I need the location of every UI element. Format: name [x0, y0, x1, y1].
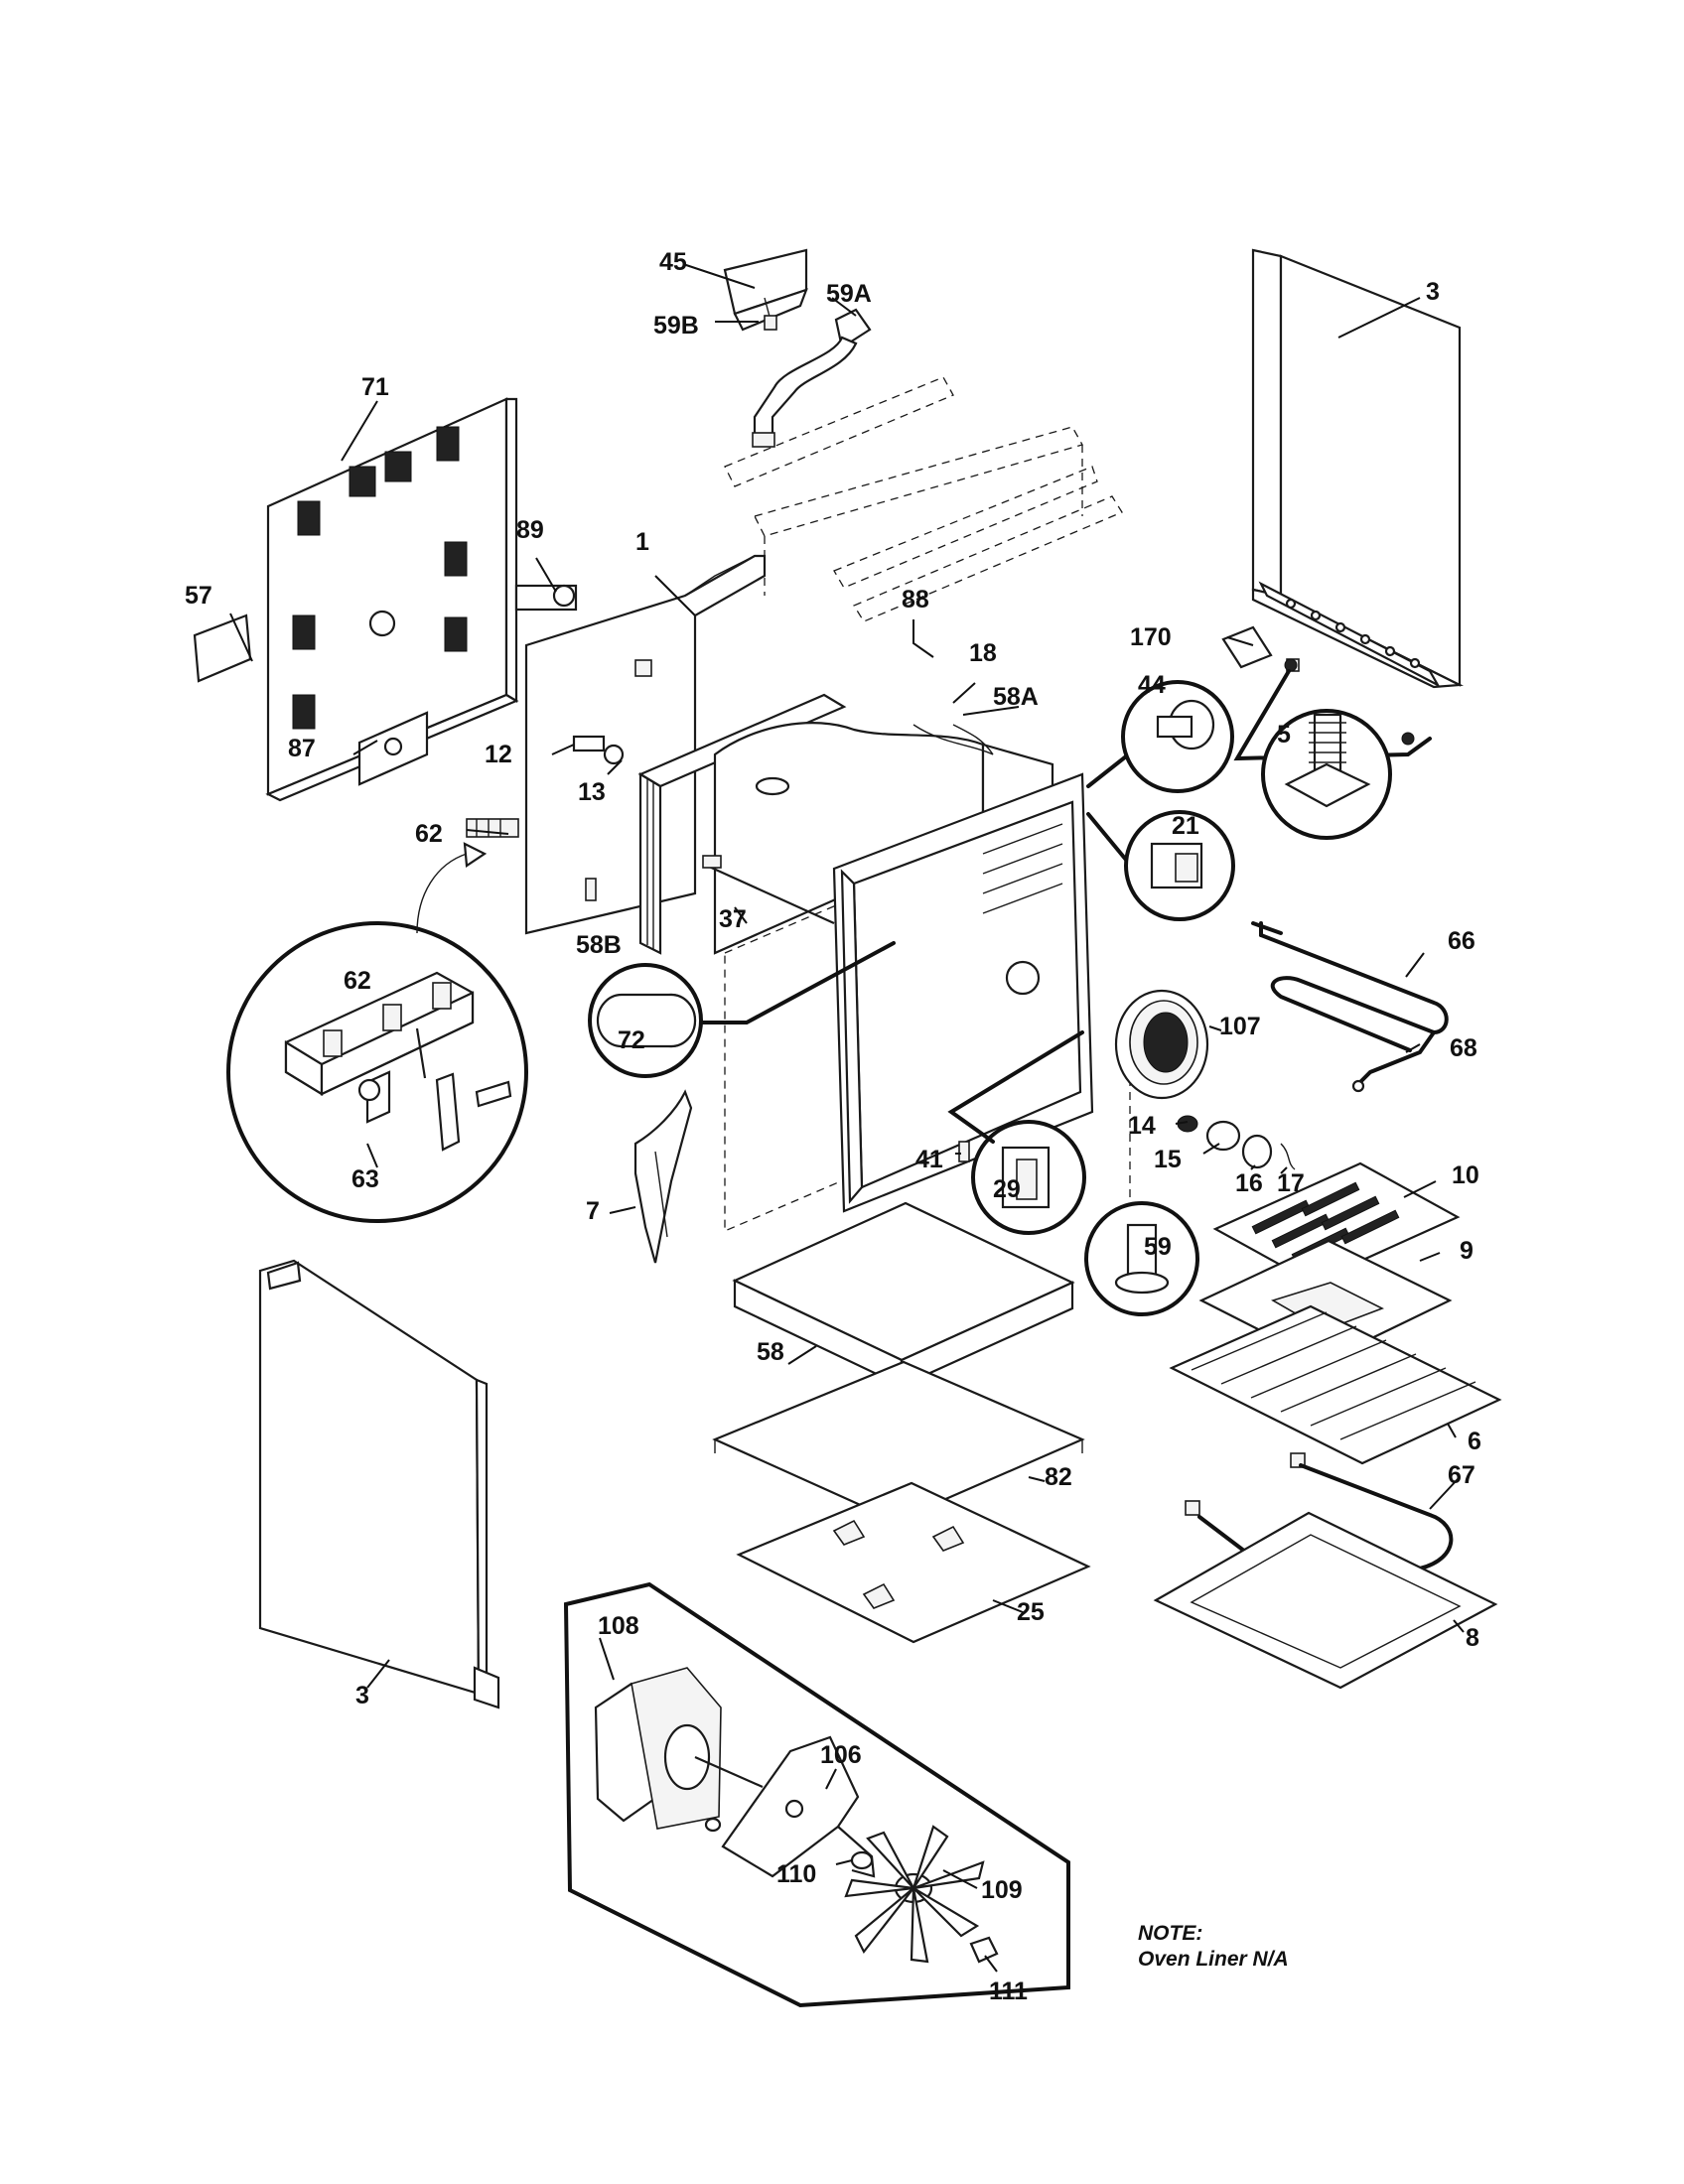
label-67: 67	[1448, 1461, 1475, 1489]
label-71: 71	[361, 373, 389, 401]
label-108: 108	[598, 1612, 639, 1640]
label-25: 25	[1017, 1598, 1045, 1626]
oven-front-frame	[832, 772, 1094, 1213]
sensor-part-37	[702, 855, 835, 925]
label-62-b: 62	[344, 967, 371, 995]
label-62-a: 62	[415, 820, 443, 848]
label-170: 170	[1130, 623, 1172, 651]
label-21: 21	[1172, 812, 1199, 840]
part-labels: 45 59A 59B 3 71 89 1 88 57 170 18 44 5 5…	[185, 248, 1481, 2005]
label-68: 68	[1450, 1034, 1477, 1062]
label-16: 16	[1235, 1169, 1263, 1197]
label-59a: 59A	[826, 280, 872, 308]
label-58: 58	[757, 1338, 784, 1366]
terminal-block-part-62	[466, 818, 519, 838]
broil-element-part-66	[1251, 921, 1449, 1093]
label-1: 1	[635, 528, 649, 556]
label-3-bottom: 3	[355, 1682, 369, 1709]
vent-tube-part-59a	[752, 308, 872, 448]
vent-slots	[292, 426, 468, 730]
label-3-top: 3	[1426, 278, 1440, 306]
label-15: 15	[1154, 1146, 1182, 1173]
label-5: 5	[1277, 721, 1291, 749]
callout-part-72	[588, 941, 896, 1078]
hinge-part-89	[514, 584, 578, 612]
label-66: 66	[1448, 927, 1475, 955]
label-107: 107	[1219, 1013, 1261, 1040]
label-89: 89	[516, 516, 544, 544]
label-8: 8	[1466, 1624, 1479, 1652]
label-29: 29	[993, 1175, 1021, 1203]
fan-cover-part-107	[1114, 989, 1209, 1100]
label-57: 57	[185, 582, 212, 610]
panel-bracket-part-87	[357, 711, 429, 786]
label-6: 6	[1468, 1428, 1481, 1455]
callout-part-59	[1084, 1023, 1199, 1316]
label-7: 7	[586, 1197, 600, 1225]
oven-bottom-part-25	[736, 1481, 1091, 1644]
nut-part-111	[969, 1936, 999, 1964]
label-37: 37	[719, 905, 747, 933]
washer-part-110	[850, 1850, 874, 1870]
fan-blade-part-109	[844, 1825, 985, 1964]
label-14: 14	[1128, 1112, 1156, 1140]
label-106: 106	[820, 1741, 862, 1769]
label-59: 59	[1144, 1233, 1172, 1261]
label-58a: 58A	[993, 683, 1039, 711]
label-13: 13	[578, 778, 606, 806]
callout-part-62-detail	[226, 921, 528, 1223]
callout-part-29	[947, 1030, 1086, 1235]
rear-panel-part-71	[265, 397, 519, 802]
label-44: 44	[1138, 671, 1166, 699]
label-63: 63	[351, 1165, 379, 1193]
fan-motor-inset	[563, 1581, 1070, 2008]
element-terminal-part-12	[572, 735, 625, 765]
label-87: 87	[288, 735, 316, 762]
broiler-grid-part-10	[1212, 1161, 1461, 1285]
label-72: 72	[618, 1026, 645, 1054]
bottom-plate-part-82	[712, 1360, 1085, 1523]
callout-part-5	[1261, 709, 1392, 840]
cavity-seal-part-58a	[912, 724, 994, 755]
side-panel-part-3-left	[258, 1259, 500, 1709]
vent-bracket-part-45	[723, 248, 808, 332]
bottom-tray-part-8	[1153, 1511, 1498, 1690]
oven-rack-part-6	[1169, 1304, 1502, 1465]
label-9: 9	[1460, 1237, 1474, 1265]
light-parts	[1177, 1115, 1296, 1170]
label-10: 10	[1452, 1161, 1479, 1189]
label-58b: 58B	[576, 931, 622, 959]
label-12: 12	[485, 741, 512, 768]
top-frame-rails	[724, 376, 1123, 622]
label-41: 41	[915, 1146, 943, 1173]
back-frame-part-1	[524, 554, 767, 935]
clip-part-41	[958, 1141, 970, 1162]
label-59b: 59B	[653, 312, 699, 340]
note-text: Oven Liner N/A	[1138, 1948, 1289, 1971]
callout-part-44	[1086, 680, 1234, 793]
label-82: 82	[1045, 1463, 1072, 1491]
label-45: 45	[659, 248, 687, 276]
door-hinge-part-7	[633, 1089, 693, 1264]
side-panel-part-3-right	[1251, 248, 1465, 689]
label-110: 110	[776, 1860, 816, 1888]
label-18: 18	[969, 639, 997, 667]
bottom-insulation-part-58	[732, 1201, 1075, 1388]
leader-lines	[229, 263, 1465, 1973]
note: NOTE: Oven Liner N/A	[1138, 1922, 1289, 1971]
callout-part-21	[1086, 810, 1235, 921]
note-title: NOTE:	[1138, 1922, 1202, 1945]
fan-motor-part-108	[594, 1667, 764, 1830]
label-17: 17	[1277, 1169, 1305, 1197]
label-111: 111	[989, 1978, 1028, 2005]
label-109: 109	[981, 1876, 1023, 1904]
label-88: 88	[902, 586, 929, 614]
access-plate-part-57	[193, 614, 252, 683]
